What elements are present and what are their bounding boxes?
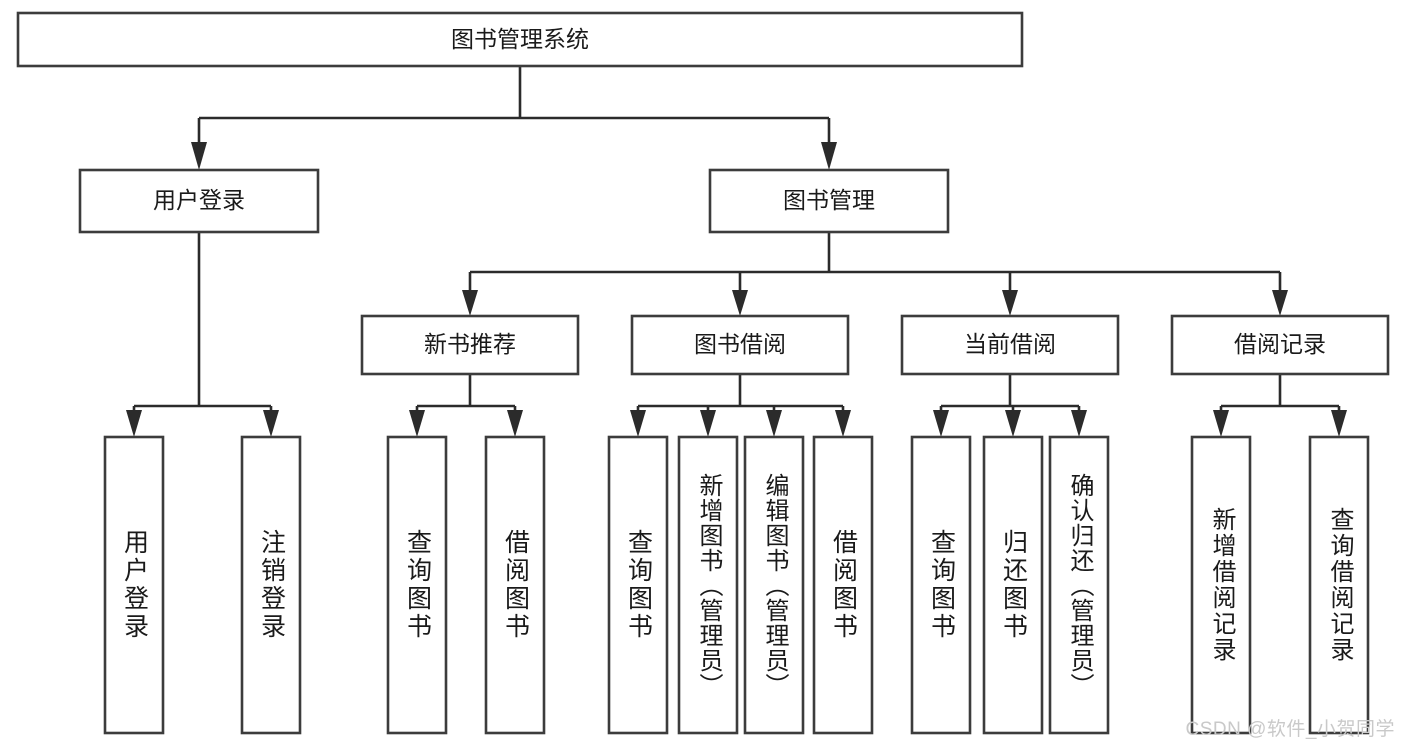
leaf-box-user-login[interactable] (103, 435, 165, 735)
node-user-login-box[interactable] (78, 168, 320, 234)
node-new-book-recommend[interactable]: 新书推荐 (360, 314, 580, 376)
arrow-icon-borrow-leaf-3 (766, 410, 782, 437)
leaf-box-query-books-borrow[interactable] (607, 435, 669, 735)
arrow-icon-current-leaf-1 (933, 410, 949, 437)
leaf-box-query-books-new[interactable] (386, 435, 448, 735)
node-root-box[interactable] (16, 11, 1024, 68)
node-current-borrow[interactable]: 当前借阅 (900, 314, 1120, 376)
arrow-icon-records-leaf-1 (1213, 410, 1229, 437)
node-borrow-records[interactable]: 借阅记录 (1170, 314, 1390, 376)
node-new-book-recommend-box[interactable] (360, 314, 580, 376)
leaf-box-return-books[interactable] (982, 435, 1044, 735)
node-book-management[interactable]: 图书管理 (708, 168, 950, 234)
csdn-watermark: CSDN @软件_小贺同学 (1185, 719, 1395, 740)
arrow-icon-root-to-books (821, 142, 837, 170)
leaf-box-add-borrow-record[interactable] (1190, 435, 1252, 735)
arrow-icon-borrow-leaf-1 (630, 410, 646, 437)
node-current-borrow-box[interactable] (900, 314, 1120, 376)
node-book-management-label: 图书管理 (783, 187, 875, 213)
arrow-icon-current-leaf-2 (1005, 410, 1021, 437)
node-borrow-records-label: 借阅记录 (1234, 331, 1326, 357)
connector-group-records (1213, 374, 1347, 437)
node-current-borrow-label: 当前借阅 (964, 331, 1056, 357)
arrow-icon-login-leaf-1 (126, 410, 142, 437)
arrow-icon-records-leaf-2 (1331, 410, 1347, 437)
node-book-management-box[interactable] (708, 168, 950, 234)
node-new-book-recommend-label: 新书推荐 (424, 331, 516, 357)
leaf-box-logout[interactable] (240, 435, 302, 735)
node-user-login[interactable]: 用户登录 (78, 168, 320, 234)
arrow-icon-current-leaf-3 (1071, 410, 1087, 437)
node-user-login-label: 用户登录 (153, 187, 245, 213)
connector-group-books (462, 232, 1288, 316)
leaf-box-query-books-current[interactable] (910, 435, 972, 735)
arrow-icon-borrow-leaf-4 (835, 410, 851, 437)
connector-group-login (126, 232, 279, 437)
arrow-icon-books-to-records (1272, 290, 1288, 316)
arrow-icon-newbooks-leaf-1 (409, 410, 425, 437)
arrow-icon-books-to-borrow (732, 290, 748, 316)
connector-group-current (933, 374, 1087, 437)
arrow-icon-borrow-leaf-2 (700, 410, 716, 437)
arrow-icon-books-to-newbooks (462, 290, 478, 316)
node-book-borrow[interactable]: 图书借阅 (630, 314, 850, 376)
leaf-box-borrow-books-new[interactable] (484, 435, 546, 735)
leaf-box-query-borrow-record[interactable] (1308, 435, 1370, 735)
arrow-icon-root-to-login (191, 142, 207, 170)
connector-group-borrow (630, 374, 851, 437)
node-book-borrow-box[interactable] (630, 314, 850, 376)
arrow-icon-books-to-current (1002, 290, 1018, 316)
node-borrow-records-box[interactable] (1170, 314, 1390, 376)
node-root[interactable]: 图书管理系统 (16, 11, 1024, 68)
leaf-box-confirm-return-admin[interactable] (1048, 435, 1110, 735)
leaf-box-edit-book-admin[interactable] (743, 435, 805, 735)
connector-group-root (191, 66, 837, 170)
connector-group-newbooks (409, 374, 523, 437)
node-book-borrow-label: 图书借阅 (694, 331, 786, 357)
arrow-icon-login-leaf-2 (263, 410, 279, 437)
leaf-box-borrow-books[interactable] (812, 435, 874, 735)
arrow-icon-newbooks-leaf-2 (507, 410, 523, 437)
node-root-label: 图书管理系统 (451, 26, 589, 52)
leaf-box-add-book-admin[interactable] (677, 435, 739, 735)
